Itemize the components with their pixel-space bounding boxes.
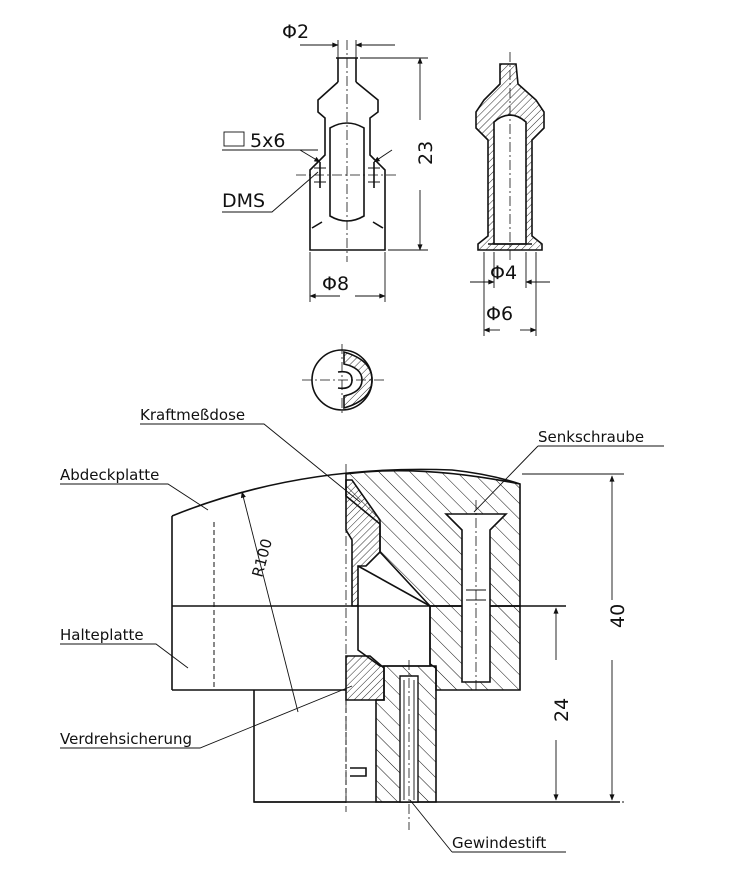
dim-23-label: 23 xyxy=(415,141,437,165)
dim-phi8-label: Φ8 xyxy=(322,273,349,295)
dim-phi2: Φ2 xyxy=(282,21,395,58)
dim-23: 23 xyxy=(360,57,437,251)
dim-phi6-label: Φ6 xyxy=(486,303,513,325)
load-cell-section-view xyxy=(475,52,545,262)
callout-kraftmessdose: Kraftmeßdose xyxy=(140,406,361,503)
dms-label: DMS xyxy=(222,190,265,212)
dim-40-label: 40 xyxy=(607,604,629,628)
callout-senkschraube: Senkschraube xyxy=(473,428,664,513)
callout-verdrehsicherung: Verdrehsicherung xyxy=(60,685,353,749)
label-verdrehsicherung: Verdrehsicherung xyxy=(60,730,192,748)
label-kraftmessdose: Kraftmeßdose xyxy=(140,406,245,424)
callout-abdeckplatte: Abdeckplatte xyxy=(60,466,209,511)
dim-24: 24 xyxy=(551,607,573,801)
assembly-section xyxy=(171,464,620,830)
dim-r100: R100 xyxy=(240,491,299,713)
dim-phi2-label: Φ2 xyxy=(282,21,309,43)
dim-40: 40 xyxy=(522,473,629,803)
dim-phi6: Φ6 xyxy=(483,252,537,336)
dim-rect-5x6: 5x6 xyxy=(222,130,393,163)
dim-phi4: Φ4 xyxy=(470,252,550,288)
label-senkschraube: Senkschraube xyxy=(538,428,644,446)
dim-phi4-label: Φ4 xyxy=(490,262,517,284)
dim-rect-label: 5x6 xyxy=(250,130,285,152)
load-cell-top-view xyxy=(302,344,384,416)
dim-r100-label: R100 xyxy=(248,537,275,579)
dms-callout: DMS xyxy=(222,171,319,213)
load-cell-front-view xyxy=(296,40,396,262)
label-gewindestift: Gewindestift xyxy=(452,834,546,852)
callout-halteplatte: Halteplatte xyxy=(60,626,189,669)
callout-gewindestift: Gewindestift xyxy=(409,799,566,853)
dim-24-label: 24 xyxy=(551,698,573,722)
label-abdeckplatte: Abdeckplatte xyxy=(60,466,159,484)
label-halteplatte: Halteplatte xyxy=(60,626,144,644)
dim-phi8: Φ8 xyxy=(309,252,386,302)
